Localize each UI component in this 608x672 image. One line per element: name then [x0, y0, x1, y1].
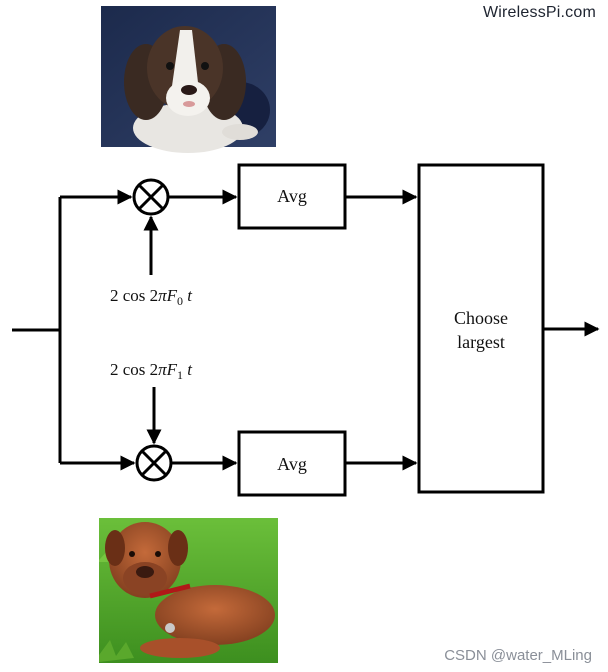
bottom-osc-prefix: 2 cos 2: [110, 360, 158, 379]
decision-label-line2: largest: [457, 332, 505, 352]
bottom-avg-box: [237, 430, 347, 497]
top-osc-f: F: [166, 286, 178, 305]
bottom-osc-t: t: [183, 360, 193, 379]
bottom-osc-pi: π: [158, 360, 167, 379]
bottom-osc-f: F: [166, 360, 178, 379]
puppy-photo: [101, 6, 276, 153]
decision-label-line1: Choose: [454, 308, 508, 328]
top-osc-t: t: [183, 286, 193, 305]
bottom-multiplier-icon: [135, 444, 173, 482]
top-avg-box: [237, 163, 347, 230]
mastiff-photo: [99, 518, 278, 663]
bottom-avg-label: Avg: [277, 454, 307, 474]
top-osc-pi: π: [158, 286, 167, 305]
top-oscillator-label: 2 cos 2πF0 t: [110, 286, 193, 308]
choose-largest-box: [417, 163, 545, 494]
top-multiplier-icon: [132, 178, 170, 216]
brand-label: WirelessPi.com: [482, 4, 596, 21]
top-osc-prefix: 2 cos 2: [110, 286, 158, 305]
top-osc-sub: 0: [177, 294, 183, 308]
csdn-watermark: CSDN @water_MLing: [444, 647, 592, 664]
bottom-oscillator-label: 2 cos 2πF1 t: [110, 360, 193, 382]
top-avg-label: Avg: [277, 186, 307, 206]
bottom-osc-sub: 1: [177, 368, 183, 382]
